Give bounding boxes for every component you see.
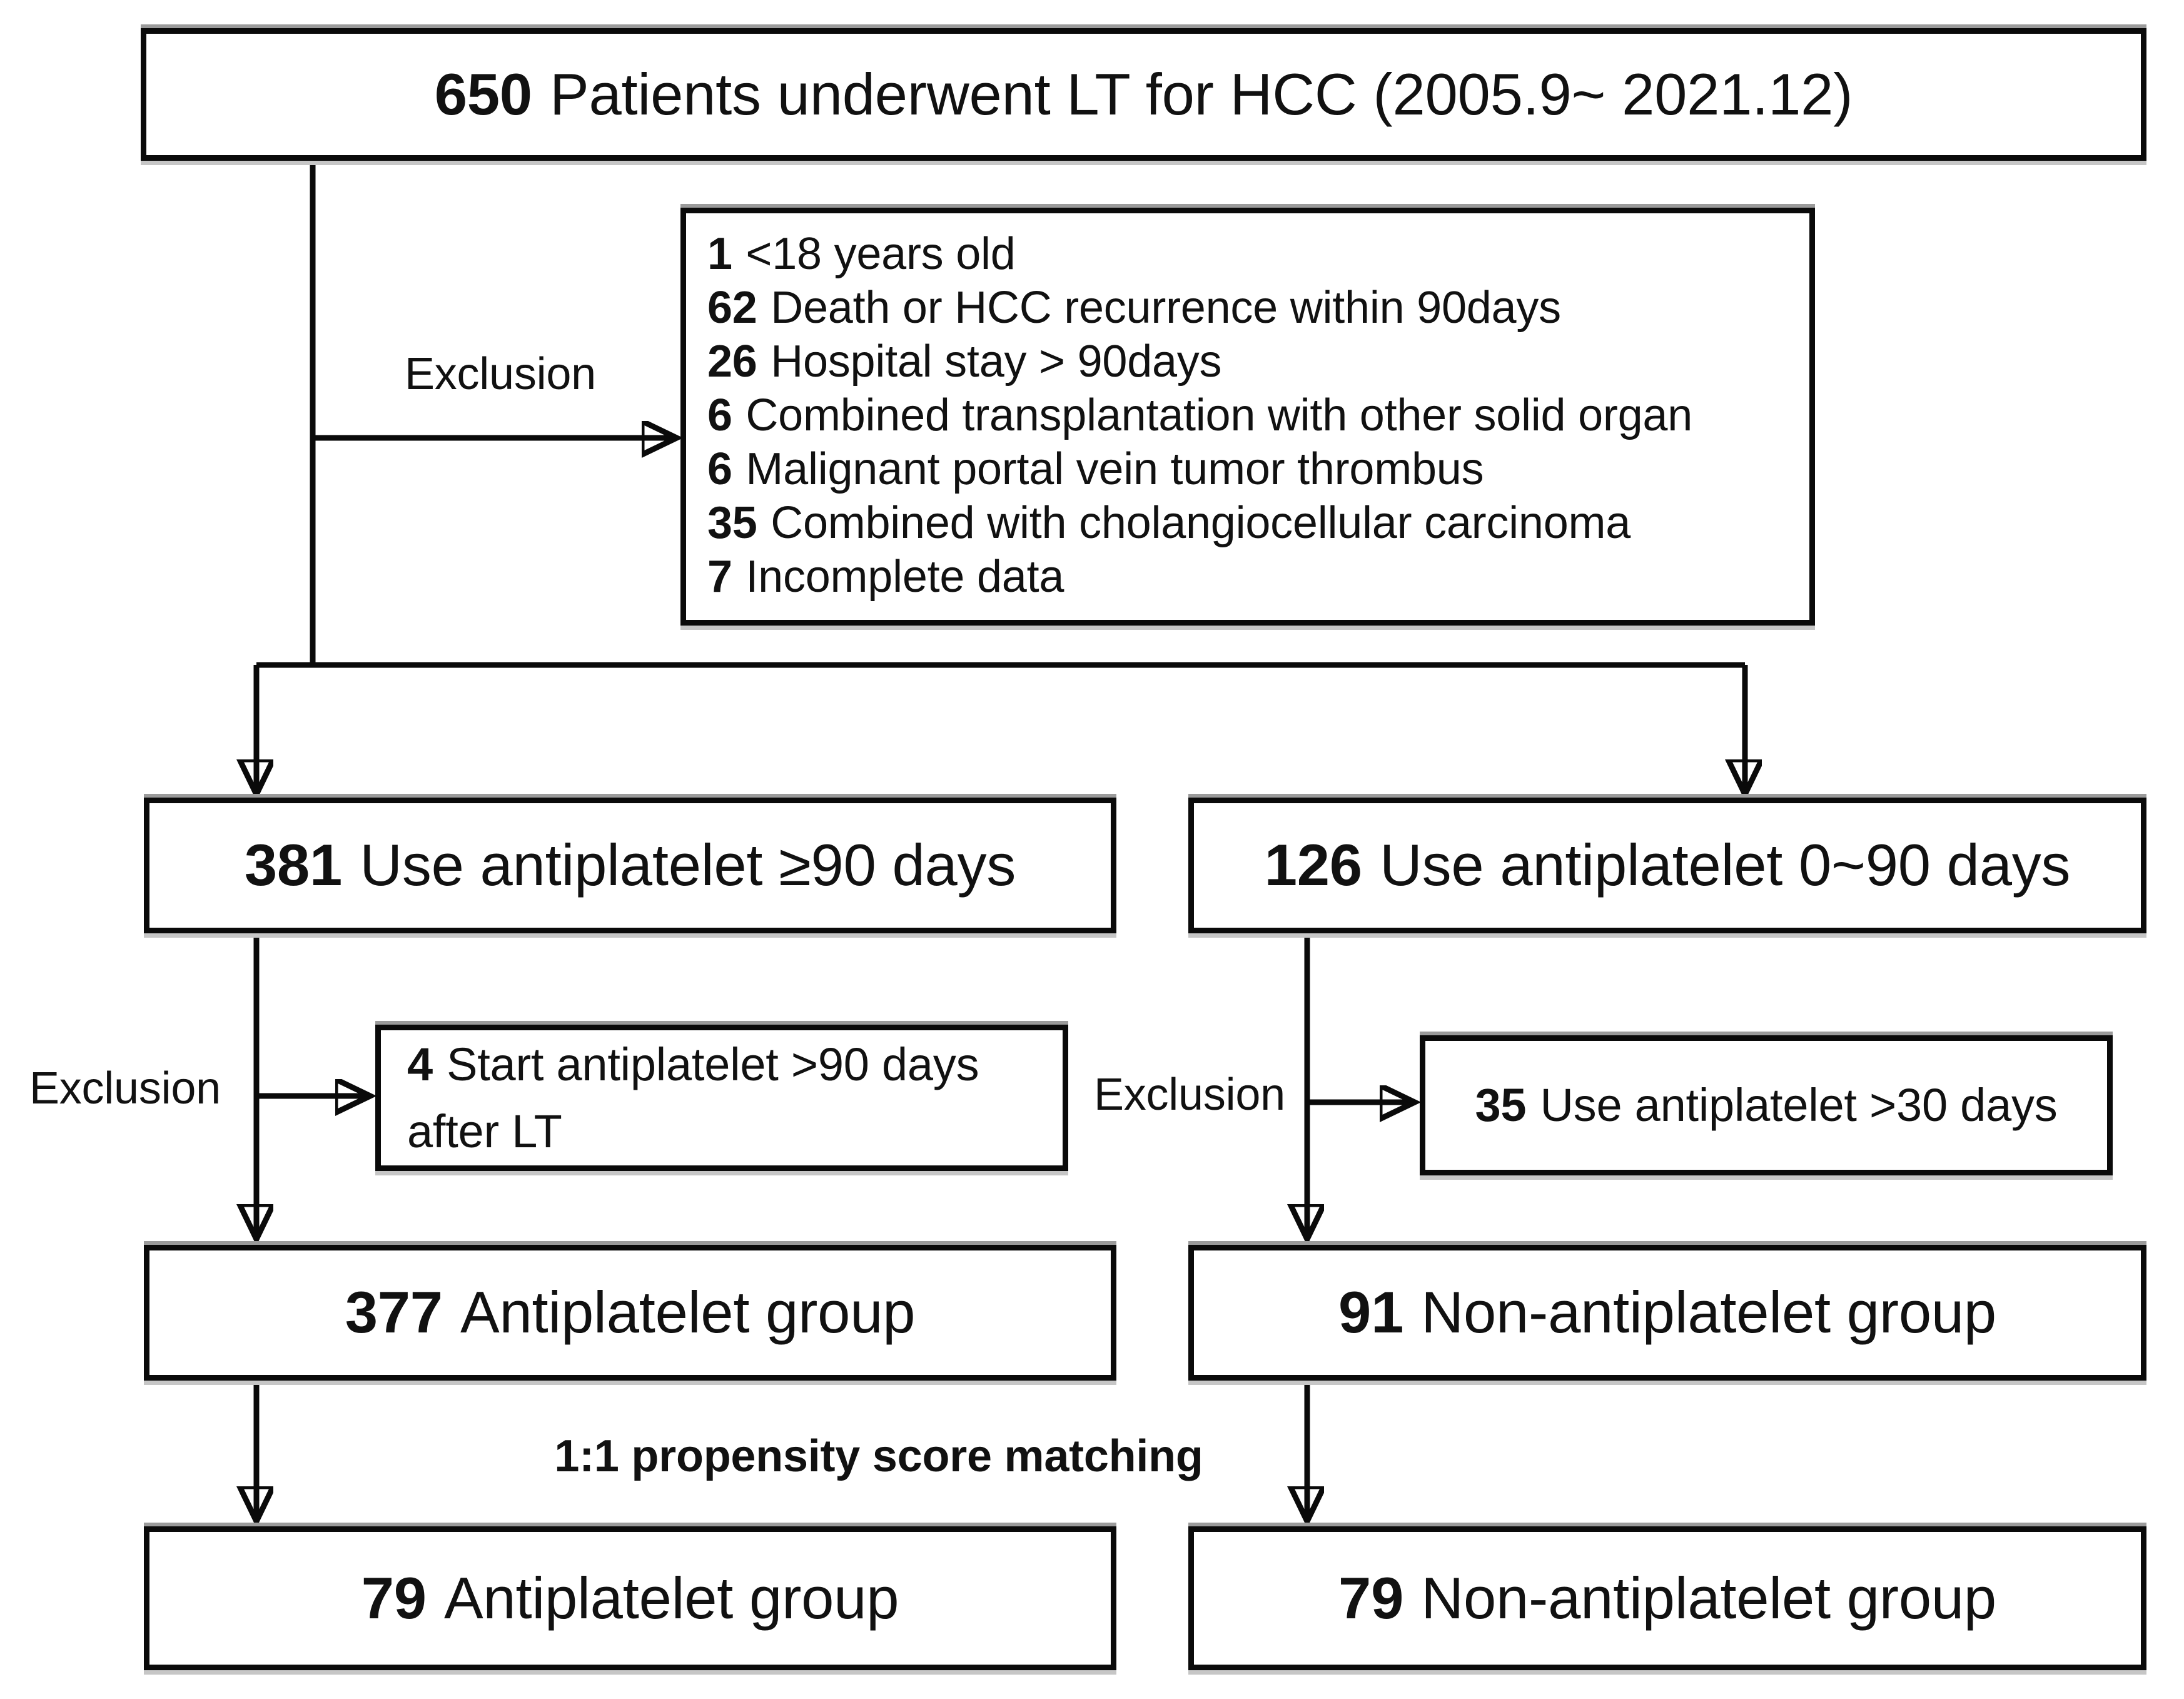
label-79-left: Antiplatelet group	[443, 1565, 899, 1631]
box-non-antiplatelet-group-91: 91 Non-antiplatelet group	[1188, 1245, 2146, 1381]
box-antiplatelet-ge90: 381 Use antiplatelet ≥90 days	[144, 798, 1116, 933]
exclusion-label-left: Exclusion	[29, 1063, 221, 1113]
label-126: Use antiplatelet 0~90 days	[1380, 832, 2071, 898]
count-79-right: 79	[1338, 1565, 1404, 1631]
label-91: Non-antiplatelet group	[1421, 1279, 1996, 1346]
exclusion-label-right: Exclusion	[1094, 1070, 1285, 1120]
label-excl-left: Start antiplatelet >90 days after LT	[407, 1038, 979, 1157]
count-35: 35	[1475, 1079, 1527, 1132]
box-antiplatelet-0-90: 126 Use antiplatelet 0~90 days	[1188, 798, 2146, 933]
box-non-antiplatelet-group-79: 79 Non-antiplatelet group	[1188, 1526, 2146, 1670]
label-79-right: Non-antiplatelet group	[1421, 1565, 1996, 1631]
count-79-left: 79	[361, 1565, 427, 1631]
exclusion-item: 1<18 years old	[707, 229, 1016, 279]
label-650: Patients underwent LT for HCC (2005.9~ 2…	[550, 61, 1853, 127]
box-antiplatelet-group-377: 377 Antiplatelet group	[144, 1245, 1116, 1381]
box-patients-total: 650 Patients underwent LT for HCC (2005.9…	[141, 28, 2146, 161]
propensity-matching-label: 1:1 propensity score matching	[554, 1431, 1203, 1481]
box-patients-total-text: 650 Patients underwent LT for HCC (2005.9…	[435, 60, 1853, 129]
label-381: Use antiplatelet ≥90 days	[360, 832, 1016, 898]
label-377: Antiplatelet group	[460, 1279, 916, 1346]
count-377: 377	[345, 1279, 443, 1346]
count-126: 126	[1264, 832, 1362, 898]
count-381: 381	[244, 832, 343, 898]
count-91: 91	[1338, 1279, 1404, 1346]
count-4: 4	[407, 1038, 433, 1090]
label-excl-right: Use antiplatelet >30 days	[1540, 1079, 2058, 1132]
exclusion-label-top: Exclusion	[405, 349, 596, 399]
count-650: 650	[434, 61, 532, 127]
